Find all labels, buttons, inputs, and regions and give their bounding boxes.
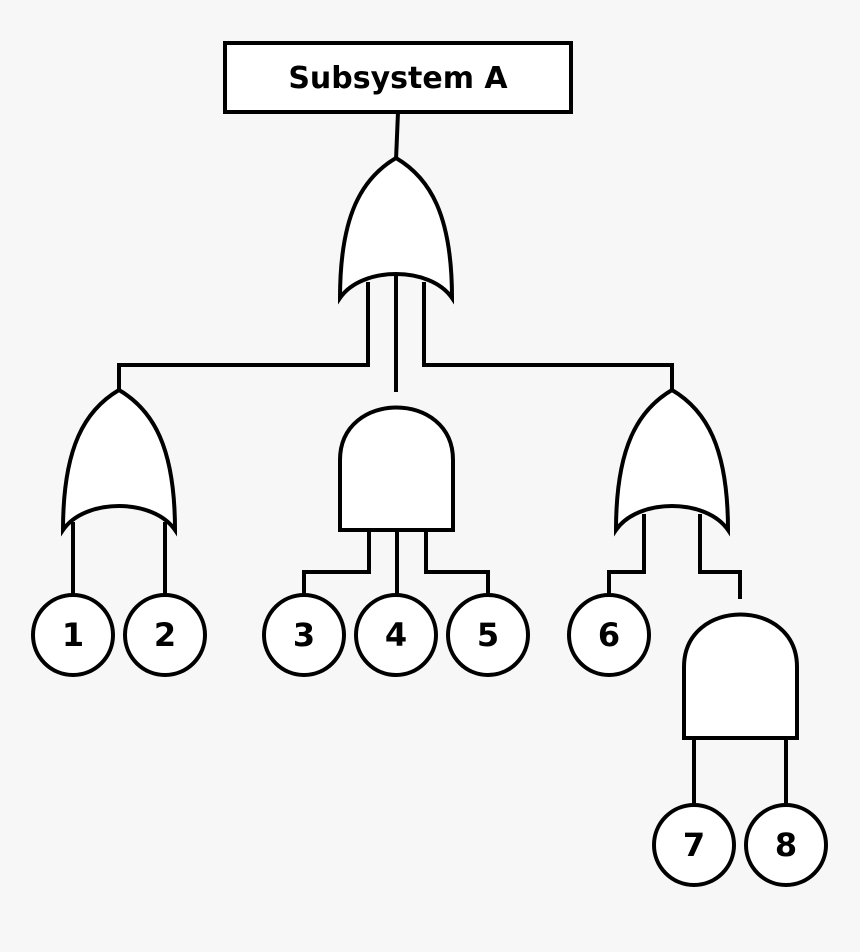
event-circle — [446, 593, 530, 677]
event-label: 7 — [683, 826, 705, 864]
basic-events: 1 2 3 4 5 6 7 8 — [31, 593, 828, 887]
gates — [60, 155, 799, 740]
or-gate-top — [337, 155, 455, 305]
event-label: 6 — [598, 616, 620, 654]
top-event: Subsystem A — [223, 41, 573, 114]
wire-middle-and-to-event-5 — [424, 530, 490, 596]
wire-top-or-to-right-or — [422, 282, 674, 392]
event-8: 8 — [744, 803, 828, 887]
and-gate-middle — [338, 405, 455, 532]
event-label: 2 — [154, 616, 176, 654]
wires — [71, 111, 788, 806]
event-circle — [744, 803, 828, 887]
event-1: 1 — [31, 593, 115, 677]
or-gate-right — [613, 387, 731, 537]
event-5: 5 — [446, 593, 530, 677]
wire-middle-and-to-event-3 — [302, 530, 371, 596]
wire-right-or-to-event-6 — [607, 514, 646, 596]
event-3: 3 — [262, 593, 346, 677]
event-circle — [262, 593, 346, 677]
event-6: 6 — [567, 593, 651, 677]
event-label: 1 — [62, 616, 84, 654]
event-4: 4 — [354, 593, 438, 677]
wire-top-or-to-left-or — [117, 282, 370, 392]
event-label: 3 — [293, 616, 315, 654]
top-event-label: Subsystem A — [288, 61, 508, 96]
or-gate-left — [60, 387, 178, 537]
event-circle — [354, 593, 438, 677]
event-circle — [31, 593, 115, 677]
and-gate-right-sub — [682, 612, 799, 740]
event-circle — [123, 593, 207, 677]
wire-top-box-to-or — [394, 111, 400, 161]
wire-right-or-to-sub-and — [698, 514, 742, 599]
event-2: 2 — [123, 593, 207, 677]
event-label: 4 — [385, 616, 407, 654]
event-circle — [567, 593, 651, 677]
event-label: 8 — [775, 826, 797, 864]
top-event-box — [223, 41, 573, 114]
event-circle — [652, 803, 736, 887]
event-7: 7 — [652, 803, 736, 887]
event-label: 5 — [477, 616, 499, 654]
